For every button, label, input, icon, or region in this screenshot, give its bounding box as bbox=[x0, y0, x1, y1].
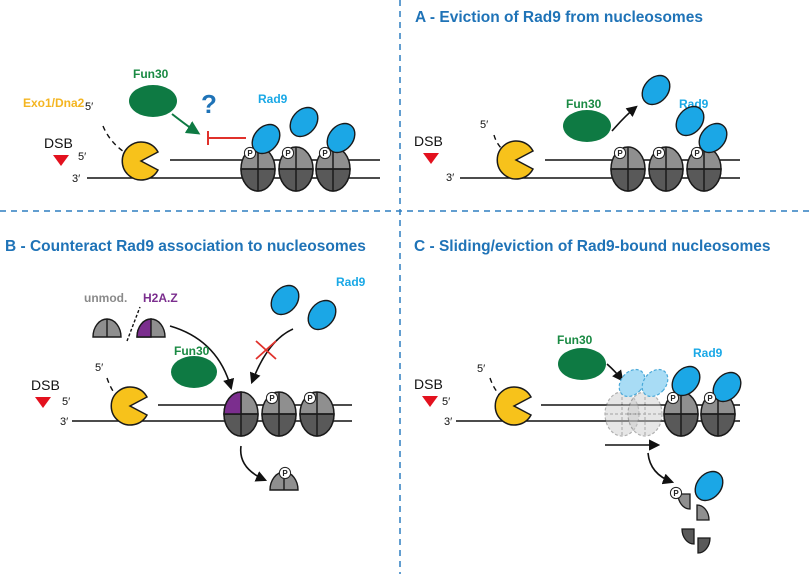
h2az-nucleosome bbox=[223, 391, 259, 437]
inhibition-bar bbox=[207, 131, 246, 145]
ssdna-overhang bbox=[489, 377, 513, 406]
phospho-label: P bbox=[670, 394, 676, 403]
five-prime-overhang: 5′ bbox=[477, 363, 485, 375]
exchange-arrow bbox=[239, 445, 268, 482]
ghost-rad9 bbox=[618, 368, 646, 398]
ghost-nucleosome bbox=[627, 391, 663, 437]
five-prime-overhang: 5′ bbox=[480, 119, 488, 131]
fun30-label: Fun30 bbox=[133, 67, 169, 81]
three-prime-strand: 3′ bbox=[72, 173, 80, 185]
phospho-label: P bbox=[269, 394, 275, 403]
dsb-label: DSB bbox=[31, 377, 60, 393]
rad9-evicted bbox=[694, 470, 724, 502]
exo-nuclease bbox=[496, 140, 534, 180]
fun30-label: Fun30 bbox=[174, 344, 210, 358]
phospho-label: P bbox=[617, 149, 623, 158]
rad9-protein bbox=[270, 284, 300, 316]
panel-c: C - Sliding/eviction of Rad9-bound nucle… bbox=[414, 238, 771, 554]
block-cross bbox=[255, 340, 277, 360]
three-prime-strand: 3′ bbox=[446, 172, 454, 184]
phospho-label: P bbox=[322, 149, 328, 158]
dsb-marker bbox=[53, 155, 69, 166]
phospho-label: P bbox=[307, 394, 313, 403]
phospho-label: P bbox=[247, 149, 253, 158]
rad9-label: Rad9 bbox=[693, 346, 723, 360]
three-prime-strand: 3′ bbox=[444, 416, 452, 428]
fun30-protein bbox=[129, 85, 177, 117]
rad9-protein bbox=[675, 105, 705, 137]
fun30-protein bbox=[563, 110, 611, 142]
exo-nuclease bbox=[110, 386, 148, 426]
rad9-label: Rad9 bbox=[258, 92, 288, 106]
incorporation-arrow bbox=[169, 325, 235, 391]
panel-b: B - Counteract Rad9 association to nucle… bbox=[5, 238, 366, 491]
ghost-rad9 bbox=[641, 368, 669, 398]
phospho-label: P bbox=[673, 489, 679, 498]
rad9-protein bbox=[326, 122, 356, 154]
dsb-label: DSB bbox=[414, 133, 443, 149]
dsb-label: DSB bbox=[44, 135, 73, 151]
phospho-label: P bbox=[285, 149, 291, 158]
dsb-marker bbox=[422, 396, 438, 407]
phospho-label: P bbox=[707, 394, 713, 403]
rad9-protein bbox=[307, 299, 337, 331]
panel-a: A - Eviction of Rad9 from nucleosomes Fu… bbox=[414, 9, 740, 192]
evicted-histone-fragment bbox=[681, 528, 695, 545]
rad9-protein bbox=[289, 106, 319, 138]
rad9-label: Rad9 bbox=[336, 275, 366, 289]
panel-top-left: Exo1/Dna2 Fun30 ? Rad9 DSB 5′ 5′ 3′ P P … bbox=[23, 67, 380, 192]
fun30-label: Fun30 bbox=[566, 97, 602, 111]
three-prime-strand: 3′ bbox=[60, 416, 68, 428]
evicted-histone-fragment bbox=[697, 537, 711, 554]
unmodified-histone-dimer bbox=[92, 318, 122, 338]
fun30-arrow bbox=[606, 363, 624, 382]
evicted-histone-fragment bbox=[696, 504, 710, 521]
rad9-label: Rad9 bbox=[679, 97, 709, 111]
rad9-evicted bbox=[641, 74, 671, 106]
separator bbox=[126, 306, 141, 342]
unmod-label: unmod. bbox=[84, 291, 127, 305]
panel-a-title: A - Eviction of Rad9 from nucleosomes bbox=[415, 9, 703, 26]
eviction-arrow bbox=[647, 452, 675, 485]
h2az-label: H2A.Z bbox=[143, 291, 178, 305]
fun30-protein bbox=[558, 348, 606, 380]
blocked-association-arrow bbox=[249, 328, 294, 385]
question-mark: ? bbox=[201, 89, 217, 119]
five-prime-overhang: 5′ bbox=[95, 362, 103, 374]
dsb-marker bbox=[423, 153, 439, 164]
five-prime-strand: 5′ bbox=[442, 396, 450, 408]
five-prime-strand: 5′ bbox=[78, 151, 86, 163]
exo-label: Exo1/Dna2 bbox=[23, 96, 85, 110]
panel-c-title: C - Sliding/eviction of Rad9-bound nucle… bbox=[414, 238, 771, 255]
exo-nuclease bbox=[121, 141, 159, 181]
fun30-protein bbox=[171, 356, 217, 388]
phospho-label: P bbox=[694, 149, 700, 158]
rad9-protein bbox=[712, 371, 742, 403]
dsb-label: DSB bbox=[414, 376, 443, 392]
panel-b-title: B - Counteract Rad9 association to nucle… bbox=[5, 238, 366, 255]
eviction-arrow bbox=[611, 105, 638, 132]
fun30-label: Fun30 bbox=[557, 333, 593, 347]
five-prime-overhang: 5′ bbox=[85, 101, 93, 113]
phospho-label: P bbox=[282, 469, 288, 478]
five-prime-strand: 5′ bbox=[62, 396, 70, 408]
fun30-arrow bbox=[171, 113, 201, 135]
exo-nuclease bbox=[494, 386, 532, 426]
rad9-protein bbox=[698, 122, 728, 154]
phospho-label: P bbox=[656, 149, 662, 158]
dsb-marker bbox=[35, 397, 51, 408]
h2az-histone-dimer bbox=[136, 318, 166, 338]
